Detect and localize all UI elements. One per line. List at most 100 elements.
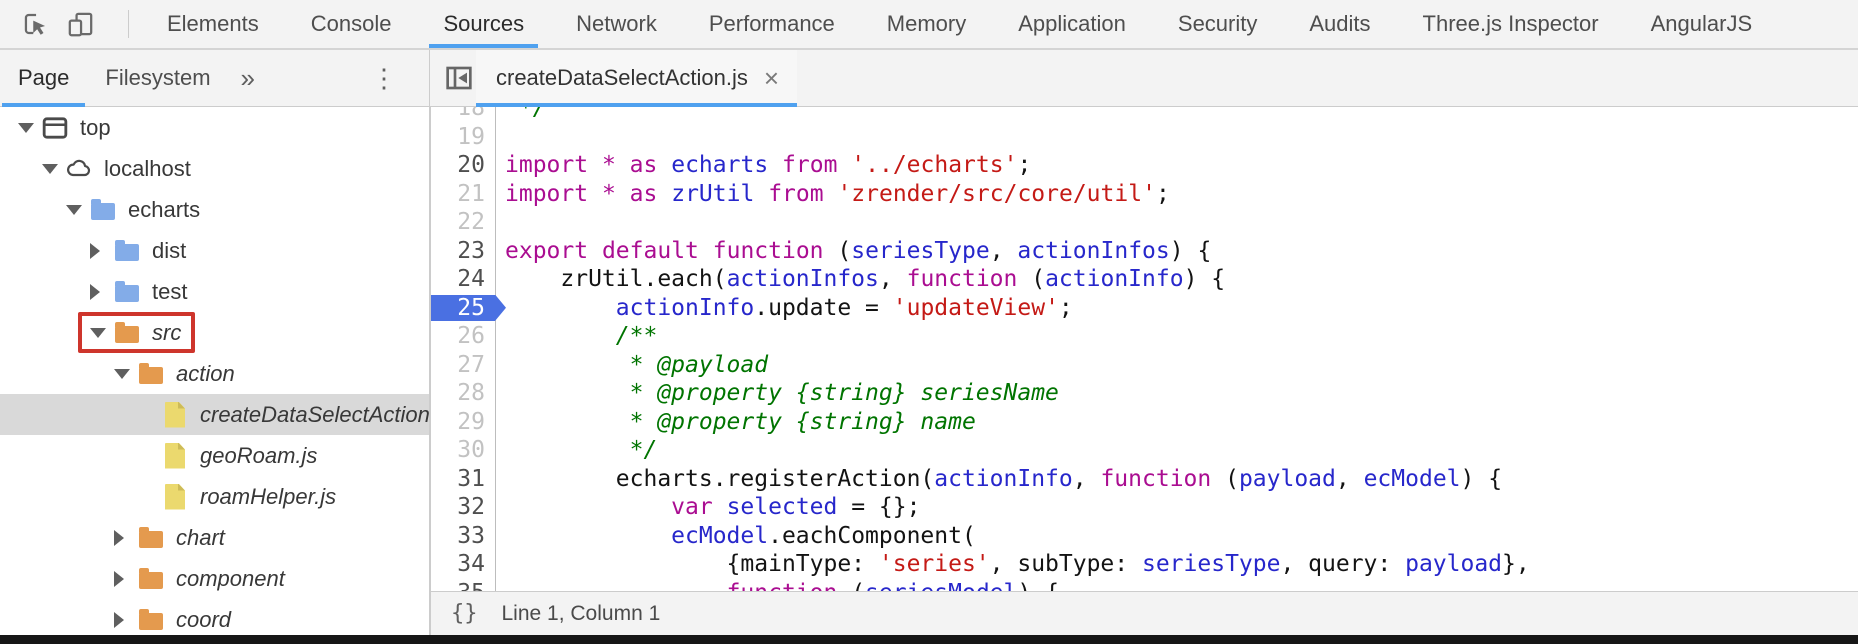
gutter-line-34[interactable]: 34	[457, 551, 485, 577]
editor-tab-createdataselectaction[interactable]: createDataSelectAction.js ×	[476, 50, 798, 107]
gutter-line-18[interactable]: 18	[457, 107, 485, 121]
gutter-line-26[interactable]: 26	[457, 323, 485, 349]
toolbar-icons	[0, 0, 129, 48]
device-toolbar-icon[interactable]	[67, 11, 94, 38]
tab-elements[interactable]: Elements	[167, 11, 259, 36]
tree-item-localhost[interactable]: localhost	[0, 148, 429, 189]
tab-performance[interactable]: Performance	[708, 11, 835, 36]
gutter-line-24[interactable]: 24	[457, 266, 485, 292]
tree-item-src[interactable]: src	[0, 312, 429, 353]
code-line-22[interactable]	[497, 208, 1858, 237]
folder-blue	[114, 278, 140, 306]
folder-blue	[90, 196, 116, 224]
disclosure-down-icon[interactable]	[18, 122, 42, 133]
inspect-icon[interactable]	[22, 11, 49, 38]
gutter-line-19[interactable]: 19	[457, 123, 485, 150]
disclosure-down-icon[interactable]	[114, 368, 138, 379]
disclosure-down-icon[interactable]	[66, 204, 90, 215]
tree-item-createdataselectaction-js[interactable]: createDataSelectAction.js	[0, 394, 429, 435]
code-line-29[interactable]: * @property {string} name	[505, 408, 976, 435]
tree-item-dist[interactable]: dist	[0, 230, 429, 271]
tree-item-action[interactable]: action	[0, 353, 429, 394]
gutter-line-33[interactable]: 33	[457, 522, 485, 549]
tab-console[interactable]: Console	[310, 11, 392, 36]
tab-angularjs[interactable]: AngularJS	[1650, 11, 1753, 36]
disclosure-down-icon[interactable]	[42, 163, 66, 174]
code-line-25[interactable]: actionInfo.update = 'updateView';	[615, 294, 1073, 321]
tab-sources[interactable]: Sources	[417, 0, 550, 48]
gutter-line-31[interactable]: 31	[457, 465, 485, 492]
code-line-33[interactable]: ecModel.eachComponent(	[671, 522, 976, 549]
pretty-print-icon[interactable]: {}	[447, 599, 482, 628]
tab-network[interactable]: Network	[576, 11, 657, 36]
code-line-30[interactable]: */	[505, 437, 658, 463]
code-line-26[interactable]: /**	[505, 323, 658, 349]
tree-item-label: dist	[152, 237, 187, 263]
code-line-35[interactable]: function (seriesModel) {	[497, 579, 1858, 592]
more-tabs-icon[interactable]: »	[235, 63, 261, 94]
code-line-34[interactable]: {mainType: 'series', subType: seriesType…	[505, 551, 1530, 577]
cloud-icon	[66, 155, 92, 183]
navigator-tab-page[interactable]: Page	[0, 50, 87, 107]
cursor-position: Line 1, Column 1	[501, 601, 661, 625]
tree-item-label: action	[176, 360, 235, 386]
tree-item-top[interactable]: top	[0, 107, 429, 148]
tree-item-coord[interactable]: coord	[0, 599, 429, 635]
gutter-line-29[interactable]: 29	[457, 408, 485, 435]
tab-three-js-inspector[interactable]: Three.js Inspector	[1422, 11, 1599, 36]
gutter-line-32[interactable]: 32	[457, 494, 485, 520]
disclosure-down-icon[interactable]	[90, 327, 114, 338]
tree-item-georoam-js[interactable]: geoRoam.js	[0, 435, 429, 476]
gutter-line-22[interactable]: 22	[457, 209, 485, 235]
gutter-line-20[interactable]: 20	[457, 152, 485, 178]
navigator-tab-bar: Page Filesystem	[0, 50, 229, 107]
code-line-24[interactable]: zrUtil.each(actionInfos, function (actio…	[505, 266, 1226, 292]
code-line-27[interactable]: * @payload	[505, 351, 769, 378]
gutter-line-28[interactable]: 28	[457, 380, 485, 406]
close-tab-icon[interactable]: ×	[763, 63, 780, 93]
folder-blue	[114, 237, 140, 265]
gutter-line-30[interactable]: 30	[457, 437, 485, 463]
tab-memory[interactable]: Memory	[886, 11, 967, 36]
gutter-line-25[interactable]: 25	[431, 294, 495, 323]
tree-item-chart[interactable]: chart	[0, 517, 429, 558]
code-line-19[interactable]	[497, 123, 1858, 152]
code-line-18[interactable]: */	[505, 107, 547, 121]
gutter-line-23[interactable]: 23	[457, 237, 485, 264]
tree-item-label: geoRoam.js	[200, 442, 318, 468]
file-yellow	[162, 442, 188, 470]
disclosure-right-icon[interactable]	[114, 570, 138, 587]
code-line-31[interactable]: echarts.registerAction(actionInfo, funct…	[505, 465, 1503, 492]
tab-audits[interactable]: Audits	[1309, 11, 1371, 36]
code-line-32[interactable]: var selected = {};	[671, 494, 921, 520]
tree-item-label: top	[80, 114, 111, 140]
tree-item-roamhelper-js[interactable]: roamHelper.js	[0, 476, 429, 517]
navigator-tab-filesystem[interactable]: Filesystem	[105, 65, 211, 90]
tree-item-test[interactable]: test	[0, 271, 429, 312]
tab-security[interactable]: Security	[1177, 11, 1258, 36]
gutter-line-35[interactable]: 35	[431, 579, 495, 592]
disclosure-right-icon[interactable]	[114, 611, 138, 628]
navigator-menu-icon[interactable]: ⋮	[365, 64, 403, 92]
disclosure-right-icon[interactable]	[114, 529, 138, 546]
disclosure-right-icon[interactable]	[90, 242, 114, 259]
window-icon	[42, 114, 68, 142]
tree-item-echarts[interactable]: echarts	[0, 189, 429, 230]
tree-item-label: chart	[176, 524, 225, 550]
main-toolbar: Elements Console Sources Network Performance…	[0, 0, 1858, 50]
editor-tabstrip: createDataSelectAction.js ×	[430, 50, 1858, 107]
folder-orange	[138, 360, 164, 388]
code-line-23[interactable]: export default function (seriesType, act…	[505, 237, 1212, 264]
window-bottom-edge	[0, 635, 1858, 644]
gutter-line-21[interactable]: 21	[457, 180, 485, 207]
gutter-line-27[interactable]: 27	[457, 351, 485, 378]
code-line-20[interactable]: import * as echarts from '../echarts';	[505, 152, 1032, 178]
tree-item-component[interactable]: component	[0, 558, 429, 599]
tab-application[interactable]: Application	[1018, 11, 1126, 36]
navigator-header: Page Filesystem » ⋮	[0, 50, 430, 107]
disclosure-right-icon[interactable]	[90, 283, 114, 300]
hide-navigator-icon[interactable]	[442, 61, 476, 95]
code-line-21[interactable]: import * as zrUtil from 'zrender/src/cor…	[505, 180, 1170, 207]
code-line-28[interactable]: * @property {string} seriesName	[505, 380, 1059, 406]
